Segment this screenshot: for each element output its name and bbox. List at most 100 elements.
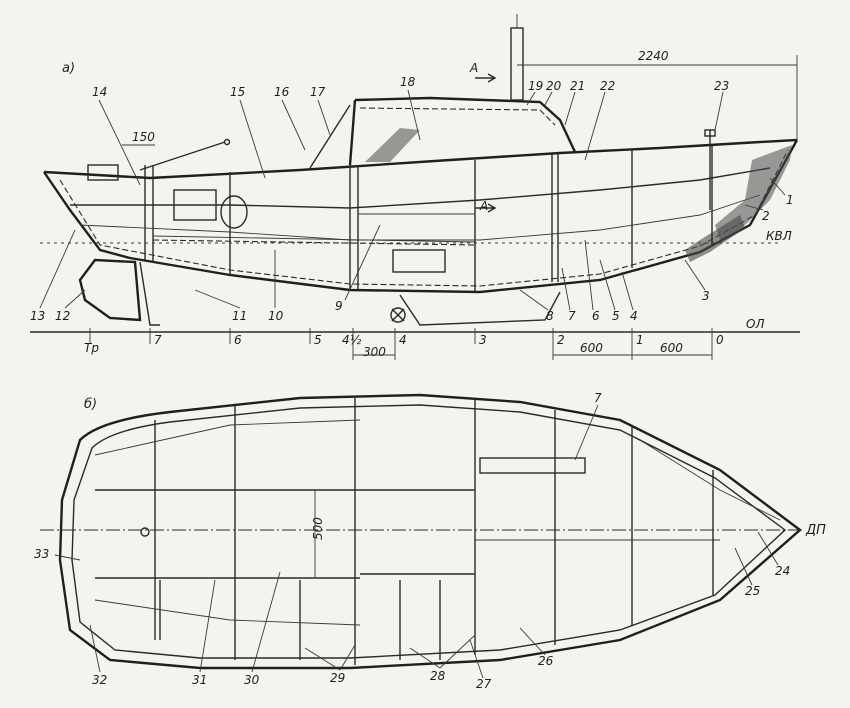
window-1: [173, 189, 217, 221]
callout-14: 14: [92, 85, 107, 99]
callout-6: 6: [592, 309, 600, 323]
callout-33: 33: [34, 547, 49, 561]
station-0: 0: [716, 333, 724, 347]
cabin-inner-roof: [359, 107, 556, 126]
dimension-labels: 2240 150 600 600 300 500: [132, 49, 683, 540]
window-2: [392, 249, 446, 273]
section-mark-top: А: [469, 61, 478, 75]
side-leaders: [39, 89, 786, 311]
callout-18: 18: [400, 75, 416, 89]
callout-11: 11: [232, 309, 247, 323]
stern-box: [87, 164, 119, 181]
station-5: 5: [314, 333, 322, 347]
stem-lower: [685, 215, 745, 262]
view-label-side: а): [62, 61, 75, 76]
cabin-window-hatch: [365, 128, 420, 162]
plan-leaders: [54, 404, 779, 679]
station-1: 1: [636, 333, 644, 347]
plan-table: [479, 457, 586, 474]
waterline-label: КВЛ: [766, 229, 792, 243]
plan-stringer-fwd: [639, 439, 781, 521]
bunk-top: [152, 235, 476, 243]
chine-line-2: [79, 194, 761, 241]
dim-500: 500: [311, 517, 325, 540]
chine-line: [70, 167, 771, 209]
callout-2: 2: [762, 209, 770, 223]
callout-24: 24: [775, 564, 790, 578]
view-label-plan: б): [84, 397, 97, 412]
pivot-x2: [391, 308, 405, 322]
callout-32: 32: [92, 673, 107, 687]
baseline-label: ОЛ: [746, 317, 764, 331]
station-labels: 0 1 2 3 4 4½ 5 6 7: [154, 333, 724, 347]
station-4: 4: [399, 333, 407, 347]
plan-fitting: [140, 527, 150, 537]
station-4-5: 4½: [342, 333, 362, 347]
station-2: 2: [557, 333, 565, 347]
dim-2240: 2240: [638, 49, 669, 63]
station-6: 6: [234, 333, 242, 347]
dim-150: 150: [132, 130, 155, 144]
transom-label: Тр: [84, 341, 99, 355]
callout-26: 26: [538, 654, 554, 668]
rudder: [78, 258, 142, 322]
section-arrow-top: [475, 73, 497, 83]
tiller: [139, 141, 226, 171]
centerboard-pivot: [390, 307, 406, 323]
callout-30: 30: [244, 673, 260, 687]
callout-25: 25: [745, 584, 760, 598]
dim-600-b: 600: [660, 341, 683, 355]
callout-16: 16: [274, 85, 290, 99]
callout-27: 27: [476, 677, 492, 691]
plan-outline: [58, 393, 802, 670]
callout-22: 22: [600, 79, 615, 93]
centerboard: [399, 291, 561, 326]
cabin-roof: [354, 96, 577, 153]
mast: [510, 27, 524, 101]
cabin-front-2: [309, 104, 351, 169]
callout-8: 8: [546, 309, 554, 323]
callout-12: 12: [55, 309, 70, 323]
callout-10: 10: [268, 309, 284, 323]
frames-side: [144, 146, 713, 292]
view-labels: а) б): [62, 61, 97, 412]
callout-1: 1: [786, 193, 794, 207]
section-arrow-mid: [475, 203, 497, 213]
centerline-label: ДП: [805, 523, 826, 538]
sheer-line: [43, 138, 798, 180]
side-callouts: 1 2 3 4 5 6 7 8 9 10 11 12 13 14 15 16 1…: [30, 75, 794, 323]
station-7: 7: [154, 333, 162, 347]
stem-piece: [715, 145, 792, 240]
callout-17: 17: [310, 85, 326, 99]
callout-13: 13: [30, 309, 45, 323]
callout-3: 3: [702, 289, 710, 303]
section-mark-mid: А: [479, 199, 488, 213]
plan-inner: [71, 404, 787, 659]
side-view: [30, 14, 800, 360]
plan-stringer-top: [94, 419, 361, 456]
dim-600-a: 600: [580, 341, 603, 355]
plan-view: [40, 393, 805, 679]
callout-23: 23: [714, 79, 729, 93]
callout-31: 31: [192, 673, 207, 687]
callout-15: 15: [230, 85, 245, 99]
callout-9: 9: [335, 299, 343, 313]
callout-20: 20: [546, 79, 562, 93]
tiller-end: [223, 138, 231, 146]
dim-300: 300: [363, 345, 386, 359]
cabin-front: [348, 99, 357, 166]
station-3: 3: [479, 333, 487, 347]
hull-inner: [59, 149, 789, 287]
porthole: [220, 195, 248, 229]
callout-29: 29: [330, 671, 345, 685]
callout-7: 7: [568, 309, 576, 323]
callout-plan-7: 7: [594, 391, 602, 405]
plan-stringer-bot: [94, 599, 361, 626]
reference-labels: А А КВЛ ОЛ ДП Тр: [84, 61, 826, 538]
plan-callouts: 7 24 25 26 27 28 29 30 31 32 33: [34, 391, 790, 691]
bow-fitting-top: [704, 129, 716, 137]
callout-5: 5: [612, 309, 620, 323]
callout-19: 19: [528, 79, 543, 93]
